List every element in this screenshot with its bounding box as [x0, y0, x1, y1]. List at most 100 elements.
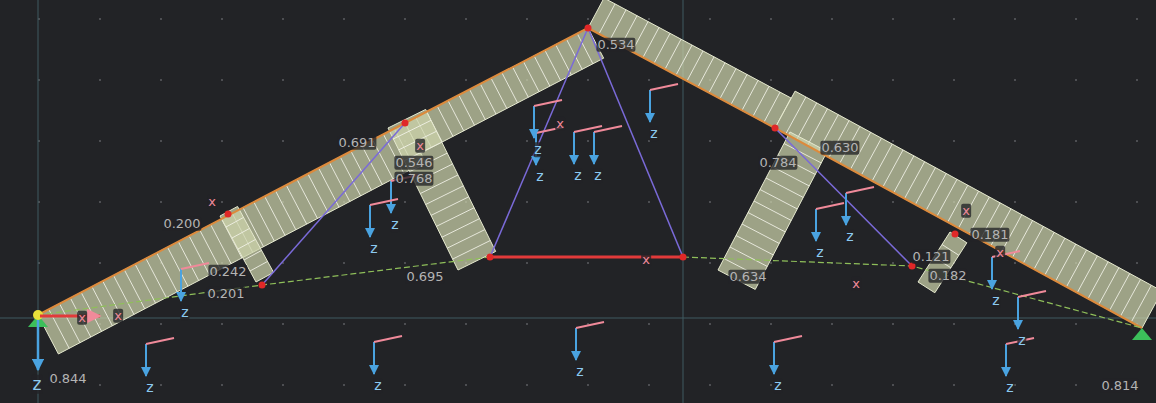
web-member [262, 123, 405, 285]
axis-label: z [573, 168, 582, 183]
utilisation-value: 0.200 [162, 217, 201, 231]
axis-label: z [649, 126, 658, 141]
axis-label: z [390, 217, 399, 232]
axis-label: x [961, 204, 971, 218]
z-axis-arrow [991, 257, 993, 289]
z-axis-arrow [373, 342, 375, 374]
utilisation-band [775, 91, 1156, 328]
utilisation-value: 0.630 [820, 141, 859, 155]
axis-label: z [533, 142, 542, 157]
utilisation-value: 0.634 [728, 270, 767, 284]
band-hatch [654, 33, 670, 63]
utilisation-value: 0.784 [758, 156, 797, 170]
axis-label: z [773, 378, 782, 393]
axis-label: z [145, 380, 154, 395]
band-hatch [436, 208, 474, 227]
z-axis-arrow [575, 328, 577, 360]
z-axis-arrow [390, 181, 392, 213]
band-hatch [426, 186, 464, 205]
x-axis-arrow [816, 203, 844, 209]
axis-label: x [207, 195, 217, 209]
x-axis-arrow [146, 338, 174, 344]
x-axis-arrow [594, 126, 622, 132]
utilisation-value: 0.768 [394, 172, 433, 186]
z-axis-arrow [773, 342, 775, 374]
bottom-chord [38, 257, 490, 315]
z-axis-arrow [145, 344, 147, 376]
band-hatch [566, 39, 582, 69]
z-axis-arrow [533, 106, 535, 138]
band-hatch [760, 190, 797, 209]
utilisation-value: 0.534 [596, 38, 635, 52]
band-hatch [238, 239, 256, 249]
joint-dot [772, 125, 779, 132]
axis-label: z [369, 241, 378, 256]
utilisation-value: 0.844 [48, 372, 87, 386]
support-symbol [1132, 328, 1152, 340]
bottom-chord [683, 257, 1142, 328]
z-axis-arrow [180, 269, 182, 301]
axis-label: z [32, 375, 43, 394]
axis-label: z [991, 293, 1000, 308]
axis-label: x [77, 311, 87, 325]
band-hatch [676, 45, 692, 75]
x-axis-arrow [181, 263, 209, 269]
z-axis-arrow [815, 209, 817, 241]
axis-label: z [575, 364, 584, 379]
band-hatch [437, 106, 453, 136]
x-axis-arrow [374, 336, 402, 342]
utilisation-value: 0.181 [970, 228, 1009, 242]
x-axis-arrow [846, 187, 874, 193]
band-hatch [534, 56, 550, 86]
band-hatch [453, 241, 491, 260]
axis-label: x [851, 277, 861, 291]
x-axis-arrow [576, 322, 604, 328]
utilisation-value: 0.201 [206, 287, 245, 301]
band-hatch [244, 250, 262, 260]
band-hatch [442, 219, 480, 238]
utilisation-band [388, 109, 496, 270]
band-hatch [736, 236, 773, 255]
joint-dot [680, 254, 687, 261]
band-hatch [491, 78, 507, 108]
band-hatch [698, 57, 714, 87]
band-hatch [643, 27, 659, 57]
z-axis-arrow [369, 205, 371, 237]
tie-member [490, 256, 683, 259]
band-hatch [753, 86, 769, 116]
z-axis-arrow [573, 132, 575, 164]
band-hatch [748, 213, 785, 232]
band-hatch [766, 178, 803, 197]
band-hatch [754, 201, 791, 220]
axis-label: z [373, 378, 382, 393]
band-hatch [226, 217, 244, 227]
z-axis-arrow [845, 193, 847, 225]
x-axis-arrow [650, 84, 678, 90]
axis-label: z [593, 168, 602, 183]
z-axis-arrow [593, 132, 595, 164]
axis-label: z [815, 245, 824, 260]
x-axis-arrow [370, 199, 398, 205]
joint-dot [402, 120, 409, 127]
band-hatch [431, 197, 469, 216]
x-axis-arrow [774, 336, 802, 342]
utilisation-band [718, 132, 827, 289]
axis-label: z [845, 229, 854, 244]
axis-label: x [995, 246, 1005, 260]
global-z-axis [37, 320, 40, 370]
joint-dot [585, 25, 592, 32]
band-hatch [480, 84, 496, 114]
utilisation-value: 0.182 [928, 269, 967, 283]
joint-dot [952, 231, 959, 238]
web-member [588, 28, 683, 257]
truss-members [38, 28, 1142, 328]
band-hatch [545, 50, 561, 80]
band-hatch [720, 69, 736, 99]
band-hatch [523, 62, 539, 92]
utilisation-value: 0.695 [405, 270, 444, 284]
band-hatch [556, 45, 572, 75]
band-hatch [502, 73, 518, 103]
web-member [775, 128, 912, 266]
z-axis-arrow [1017, 297, 1019, 329]
rafter-member [38, 28, 1142, 328]
